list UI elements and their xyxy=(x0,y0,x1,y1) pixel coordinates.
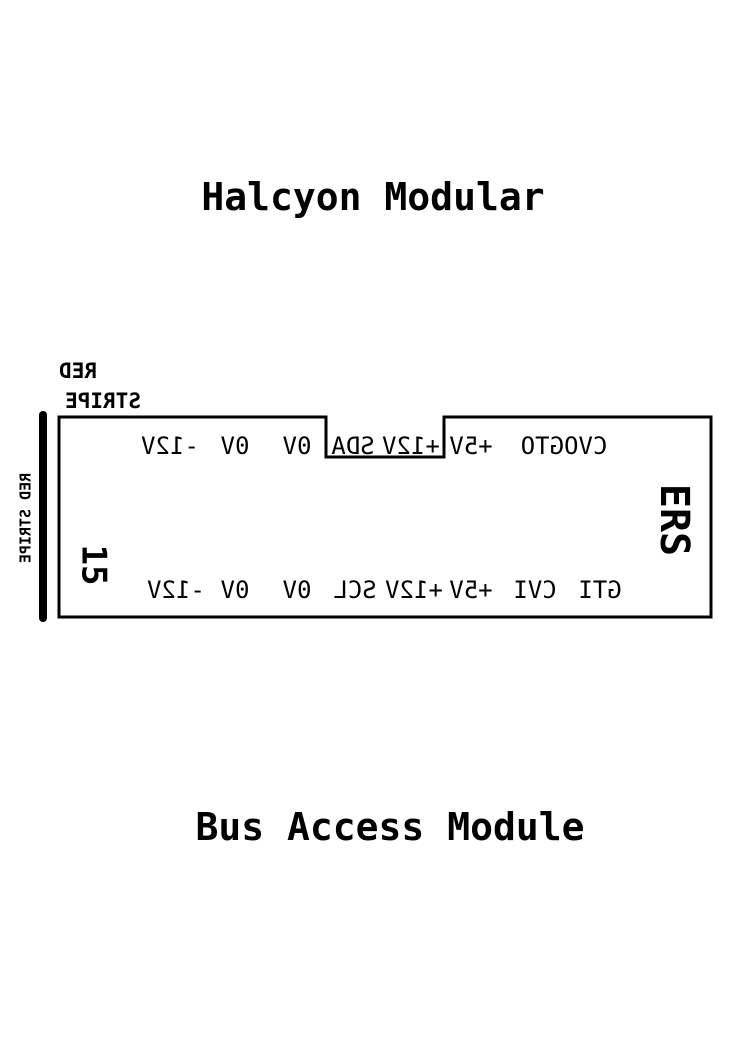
bottom-pin-label: 0V xyxy=(221,576,250,604)
bottom-pin-label: CVI xyxy=(513,576,556,604)
top-pin-label: CVOGTO xyxy=(521,432,608,460)
bottom-pin-label: SCL xyxy=(333,576,376,604)
top-pin-label: 0V xyxy=(283,432,312,460)
left-marker-15: 15 xyxy=(74,545,114,586)
stripe-label-top-line1: RED xyxy=(59,359,97,383)
stripe-label-top-line2: STRIPE xyxy=(65,389,141,413)
right-marker-group: ERS xyxy=(651,484,697,556)
stripe-label-side-group: RED STRIPE xyxy=(17,473,35,563)
stripe-label-side: RED STRIPE xyxy=(17,473,35,563)
bottom-pin-label: GTI xyxy=(578,576,621,604)
bottom-pin-label: +12V xyxy=(385,576,443,604)
title-bus-access-module: Bus Access Module xyxy=(196,805,585,849)
top-pin-label: +12V xyxy=(382,432,440,460)
stripe-label-top-group: RED STRIPE xyxy=(59,359,141,413)
bottom-pin-label: +5V xyxy=(449,576,492,604)
top-pin-label: 0V xyxy=(221,432,250,460)
bottom-pin-label: 0V xyxy=(283,576,312,604)
left-marker-group: 15 xyxy=(74,545,114,586)
top-pin-label: -12V xyxy=(141,432,199,460)
right-marker-ers: ERS xyxy=(651,484,697,556)
top-pin-label: SDA xyxy=(331,432,375,460)
top-pin-label: +5V xyxy=(449,432,492,460)
top-pin-row: -12V 0V 0V SDA +12V +5V CVOGTO xyxy=(141,432,607,460)
bottom-pin-row: -12V 0V 0V SCL +12V +5V CVI GTI xyxy=(147,576,622,604)
title-halcyon-modular: Halcyon Modular xyxy=(201,175,544,219)
connector-outline xyxy=(57,415,713,619)
bottom-pin-label: -12V xyxy=(147,576,205,604)
